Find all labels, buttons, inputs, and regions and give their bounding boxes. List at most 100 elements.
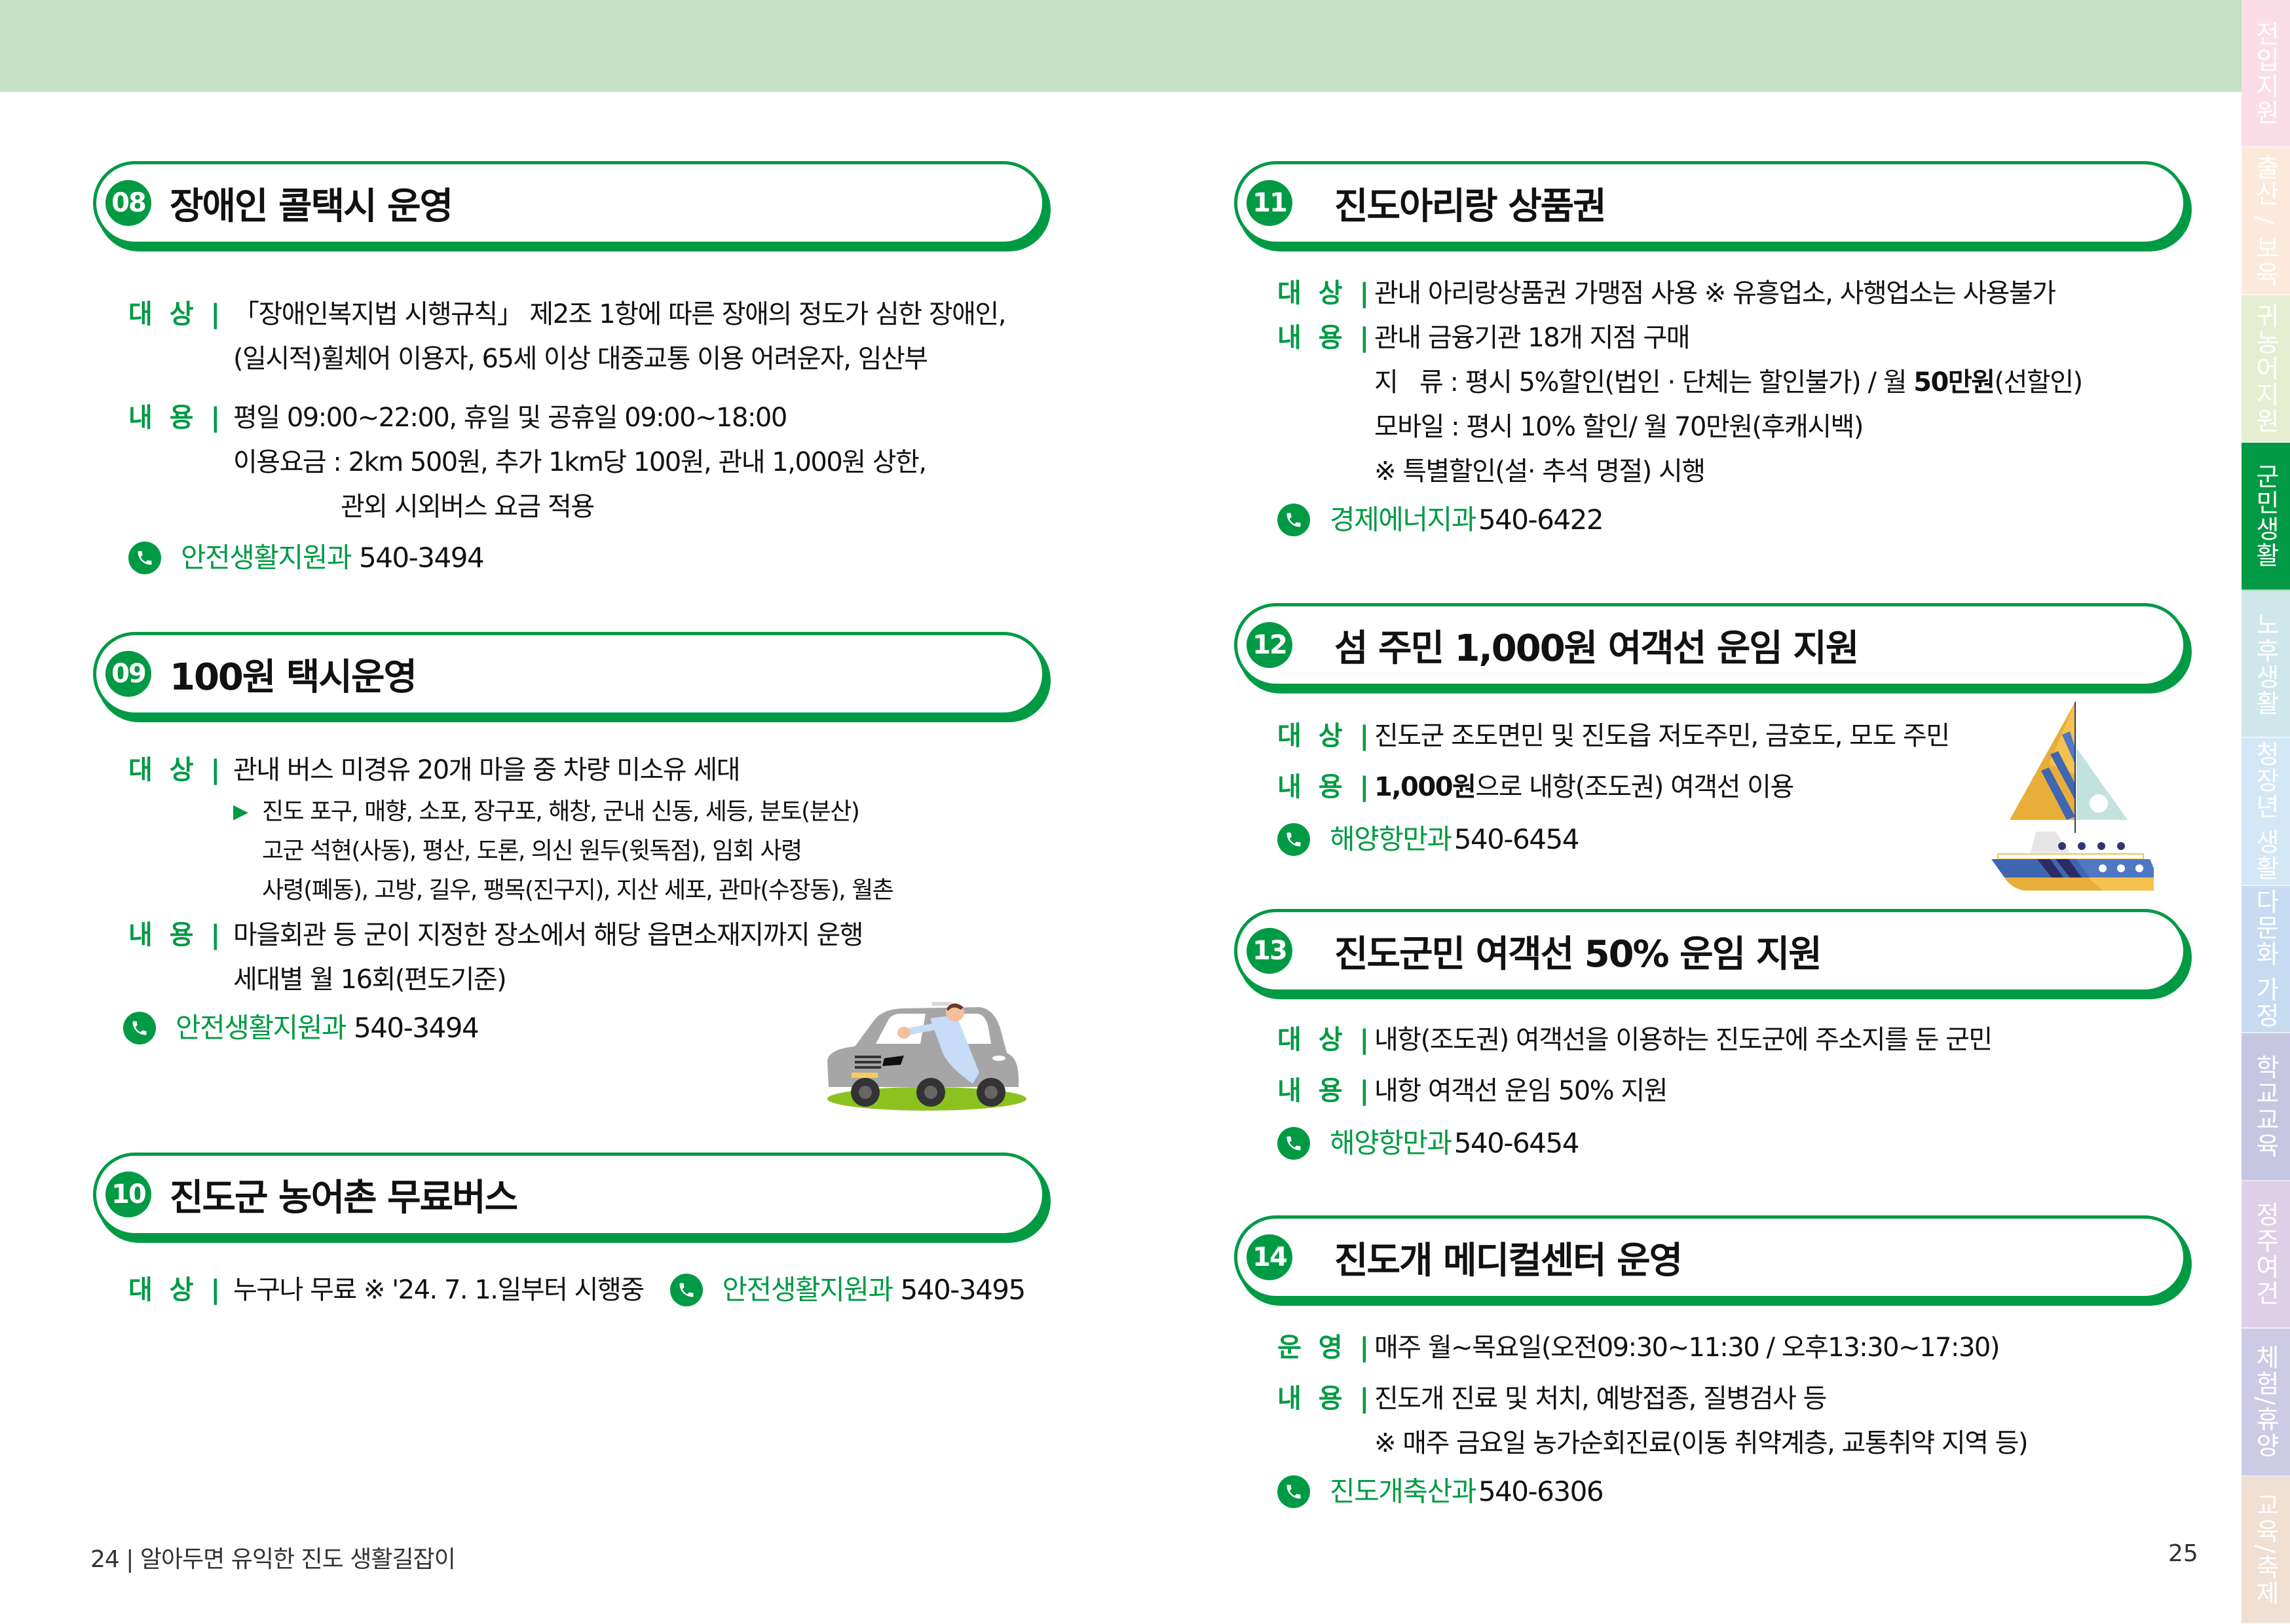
section-13-resident-ferry-50pct: 13 진도군민 여객선 50% 운임 지원 bbox=[1234, 909, 2192, 999]
section-number-badge: 12 bbox=[1247, 622, 1292, 668]
target-label: 대 상 | bbox=[128, 299, 225, 329]
contact-row: 안전생활지원과 540-3495 bbox=[669, 1268, 1026, 1312]
target-label: 대 상 | bbox=[1277, 278, 1374, 308]
section-title: 진도개 메디컬센터 운영 bbox=[1334, 1239, 1683, 1282]
target-row: 대 상 | 관내 아리랑상품권 가맹점 사용 ※ 유흥업소, 사행업소는 사용불… bbox=[1277, 271, 2082, 316]
contact-row: 해양항만과 540-6454 bbox=[1277, 1117, 1992, 1170]
phone-icon bbox=[1277, 1475, 1310, 1508]
section-header: 09 100원 택시운영 bbox=[93, 632, 1051, 722]
contact-department: 진도개축산과 bbox=[1330, 1475, 1476, 1507]
section-title: 100원 택시운영 bbox=[170, 655, 417, 699]
section-title: 섬 주민 1,000원 여객선 운임 지원 bbox=[1334, 627, 1859, 670]
phone-icon bbox=[123, 1012, 156, 1044]
phone-icon bbox=[1277, 1127, 1310, 1160]
content-row: 내 용 | 1,000원으로 내항(조도권) 여객선 이용 bbox=[1277, 765, 1949, 809]
target-label: 대 상 | bbox=[1277, 721, 1374, 751]
contact-phone-number[interactable]: 540-3494 bbox=[353, 1012, 479, 1044]
contact-phone-number[interactable]: 540-3495 bbox=[900, 1274, 1026, 1306]
section-12-body: 대 상 | 진도군 조도면민 및 진도읍 저도주민, 금호도, 모도 주민 내 … bbox=[1277, 714, 1950, 866]
side-tab-youth-life[interactable]: 청장년 생활 bbox=[2242, 738, 2290, 886]
section-number-badge: 11 bbox=[1247, 180, 1292, 226]
operation-row: 운 영 | 매주 월~목요일(오전09:30~11:30 / 오후13:30~1… bbox=[1277, 1325, 2027, 1370]
triangle-bullet-icon: ▶ bbox=[233, 800, 248, 823]
contact-row: 안전생활지원과 540-3494 bbox=[128, 532, 1005, 584]
section-title: 진도아리랑 상품권 bbox=[1334, 185, 1607, 228]
content-label: 내 용 | bbox=[1277, 323, 1374, 353]
contact-row: 경제에너지과 540-6422 bbox=[1277, 494, 2082, 546]
section-12-island-ferry-1000won: 12 섬 주민 1,000원 여객선 운임 지원 bbox=[1234, 603, 2192, 693]
contact-phone-number[interactable]: 540-3494 bbox=[358, 542, 485, 574]
section-08-disability-call-taxi: 08 장애인 콜택시 운영 bbox=[93, 161, 1051, 251]
phone-icon bbox=[1277, 823, 1310, 856]
sailboat-illustration bbox=[1978, 702, 2155, 892]
section-title: 장애인 콜택시 운영 bbox=[170, 185, 453, 228]
contact-phone-number[interactable]: 540-6454 bbox=[1454, 823, 1580, 855]
section-header: 08 장애인 콜택시 운영 bbox=[93, 161, 1051, 251]
section-number-badge: 09 bbox=[105, 651, 151, 697]
content-row: 내 용 | 마을회관 등 군이 지정한 장소에서 해당 읍면소재지까지 운행 세… bbox=[128, 913, 893, 1002]
section-14-jindo-dog-medical-center: 14 진도개 메디컬센터 운영 bbox=[1234, 1215, 2192, 1306]
contact-row: 안전생활지원과 540-3494 bbox=[123, 1002, 893, 1054]
side-tab-school[interactable]: 학교교육 bbox=[2242, 1033, 2290, 1181]
footer-page-number-right: 25 bbox=[2168, 1540, 2198, 1567]
section-09-100won-taxi: 09 100원 택시운영 bbox=[93, 632, 1051, 722]
side-tab-settlement[interactable]: 정주여건 bbox=[2242, 1181, 2290, 1329]
contact-department: 해양항만과 bbox=[1330, 1127, 1452, 1159]
side-tab-senior-life[interactable]: 노후생활 bbox=[2242, 590, 2290, 739]
target-row: 대 상 | 진도군 조도면민 및 진도읍 저도주민, 금호도, 모도 주민 bbox=[1277, 714, 1950, 758]
section-number-badge: 14 bbox=[1247, 1234, 1292, 1280]
content-row: 내 용 | 평일 09:00~22:00, 휴일 및 공휴일 09:00~18:… bbox=[128, 396, 1005, 529]
header-band bbox=[0, 0, 2242, 92]
section-title: 진도군민 여객선 50% 운임 지원 bbox=[1334, 932, 1822, 976]
side-tab-education-festival[interactable]: 교육/축제 bbox=[2242, 1476, 2290, 1624]
contact-phone-number[interactable]: 540-6306 bbox=[1478, 1475, 1604, 1507]
section-09-body: 대 상 | 관내 버스 미경유 20개 마을 중 차량 미소유 세대 ▶ 진도 … bbox=[123, 748, 894, 1054]
taxi-driver-illustration bbox=[816, 995, 1032, 1113]
side-tab-resident-life[interactable]: 군민생활 bbox=[2242, 443, 2290, 591]
target-row: 대 상 | 내항(조도권) 여객선을 이용하는 진도군에 주소지를 둔 군민 bbox=[1277, 1018, 1993, 1062]
side-tab-move-in[interactable]: 전입지원 bbox=[2242, 0, 2290, 148]
village-list-item: 사령(폐동), 고방, 길우, 팽목(진구지), 지산 세포, 관마(수장동),… bbox=[262, 877, 894, 904]
content-label: 내 용 | bbox=[128, 920, 225, 950]
target-label: 대 상 | bbox=[1277, 1025, 1374, 1055]
target-label: 대 상 | bbox=[128, 1275, 225, 1305]
operation-label: 운 영 | bbox=[1277, 1333, 1374, 1363]
side-tab-childcare[interactable]: 출산 / 보육 bbox=[2242, 147, 2290, 295]
footer-page-label-left: 24 | 알아두면 유익한 진도 생활길잡이 bbox=[90, 1546, 456, 1573]
section-11-body: 대 상 | 관내 아리랑상품권 가맹점 사용 ※ 유흥업소, 사행업소는 사용불… bbox=[1277, 271, 2083, 546]
content-row: 내 용 | 진도개 진료 및 처치, 예방접종, 질병검사 등 ※ 매주 금요일… bbox=[1277, 1376, 2029, 1466]
side-tab-return-farm[interactable]: 귀농어지원 bbox=[2242, 295, 2290, 443]
content-label: 내 용 | bbox=[128, 403, 225, 433]
contact-phone-number[interactable]: 540-6422 bbox=[1478, 504, 1604, 536]
phone-icon bbox=[1277, 504, 1310, 536]
contact-department: 안전생활지원과 bbox=[722, 1274, 893, 1306]
contact-department: 안전생활지원과 bbox=[181, 542, 352, 574]
target-row: 대 상 | 「장애인복지법 시행규칙」 제2조 1항에 따른 장애의 정도가 심… bbox=[128, 292, 1006, 381]
contact-department: 경제에너지과 bbox=[1330, 504, 1476, 536]
contact-phone-number[interactable]: 540-6454 bbox=[1454, 1127, 1580, 1159]
section-10-body: 대 상 | 누구나 무료 ※ '24. 7. 1.일부터 시행중 안전생활지원과… bbox=[128, 1268, 1026, 1312]
content-label: 내 용 | bbox=[1277, 1384, 1374, 1414]
contact-row: 진도개축산과 540-6306 bbox=[1277, 1466, 2027, 1518]
content-label: 내 용 | bbox=[1277, 1076, 1374, 1106]
village-list-item: 고군 석현(사동), 평산, 도론, 의신 원두(윗독점), 임회 사령 bbox=[262, 838, 802, 864]
section-header: 12 섬 주민 1,000원 여객선 운임 지원 bbox=[1234, 603, 2192, 693]
contact-row: 해양항만과 540-6454 bbox=[1277, 813, 1949, 866]
side-tab-multicultural[interactable]: 다문화 가정 bbox=[2242, 885, 2290, 1034]
section-14-body: 운 영 | 매주 월~목요일(오전09:30~11:30 / 오후13:30~1… bbox=[1277, 1325, 2029, 1518]
target-row: 대 상 | 누구나 무료 ※ '24. 7. 1.일부터 시행중 안전생활지원과… bbox=[128, 1268, 1026, 1312]
section-08-body: 대 상 | 「장애인복지법 시행규칙」 제2조 1항에 따른 장애의 정도가 심… bbox=[128, 292, 1006, 584]
section-10-free-bus: 10 진도군 농어촌 무료버스 bbox=[93, 1153, 1051, 1243]
contact-department: 해양항만과 bbox=[1330, 823, 1452, 855]
section-header: 13 진도군민 여객선 50% 운임 지원 bbox=[1234, 909, 2192, 999]
phone-icon bbox=[128, 542, 161, 574]
content-label: 내 용 | bbox=[1277, 772, 1374, 802]
section-13-body: 대 상 | 내항(조도권) 여객선을 이용하는 진도군에 주소지를 둔 군민 내… bbox=[1277, 1018, 1993, 1170]
section-header: 14 진도개 메디컬센터 운영 bbox=[1234, 1215, 2192, 1306]
side-tab-experience[interactable]: 체험/휴양 bbox=[2242, 1329, 2290, 1477]
section-header: 11 진도아리랑 상품권 bbox=[1234, 161, 2192, 251]
contact-department: 안전생활지원과 bbox=[176, 1012, 347, 1044]
section-number-badge: 10 bbox=[105, 1172, 151, 1217]
phone-icon bbox=[669, 1274, 703, 1306]
village-list-item: ▶ 진도 포구, 매향, 소포, 장구포, 해창, 군내 신동, 세등, 분토(… bbox=[128, 792, 893, 832]
